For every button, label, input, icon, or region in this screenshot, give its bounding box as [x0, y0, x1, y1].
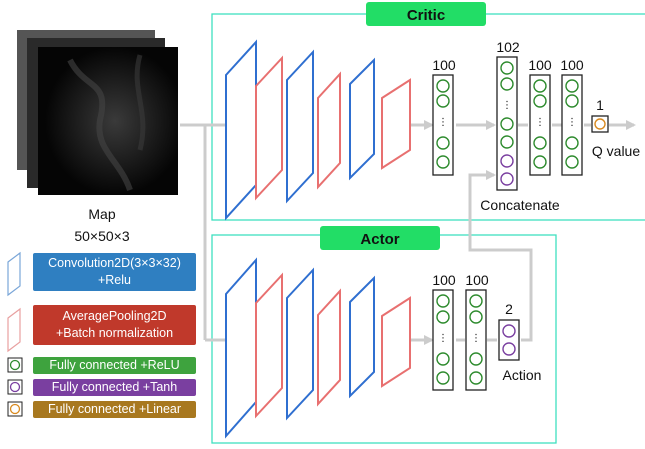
critic-fc3-column: ⋮	[561, 74, 583, 176]
critic-conv-layers	[225, 39, 411, 221]
legend-pool-box: AveragePooling2D +Batch normalization	[33, 305, 196, 345]
tanh-neuron-icon	[7, 379, 23, 395]
actor-conv-layer-2	[286, 267, 314, 421]
legend-pool-line1: AveragePooling2D	[62, 309, 167, 324]
concatenate-label: Concatenate	[480, 197, 560, 213]
conv-layer-icon	[7, 251, 21, 297]
actor-fc2-size: 100	[465, 272, 489, 288]
svg-text:⋮: ⋮	[502, 100, 512, 111]
legend-conv-box: Convolution2D(3×3×32) +Relu	[33, 253, 196, 291]
critic-output-neuron	[591, 115, 609, 133]
actor-conv-layer-3	[349, 275, 375, 399]
critic-pool-layer-1	[255, 55, 283, 201]
actor-fc1-column: ⋮	[432, 289, 454, 391]
pool-layer-icon	[7, 307, 21, 353]
critic-fc3-size: 100	[560, 57, 584, 73]
linear-neuron-icon	[7, 401, 23, 417]
critic-pool-layer-2	[317, 71, 341, 190]
actor-fc1-size: 100	[432, 272, 456, 288]
critic-title: Critic	[407, 7, 445, 24]
legend-relu-box: Fully connected +ReLU	[33, 357, 196, 374]
svg-text:⋮: ⋮	[567, 117, 577, 128]
critic-fc2-column: ⋮	[529, 74, 551, 176]
critic-pool-layer-3	[381, 78, 411, 170]
critic-concat-size: 102	[496, 39, 520, 55]
map-label: Map	[88, 206, 115, 222]
actor-pool-layer-2	[317, 288, 341, 407]
actor-output-size: 2	[505, 301, 513, 317]
svg-text:⋮: ⋮	[471, 333, 481, 344]
legend-tanh-label: Fully connected +Tanh	[51, 380, 178, 395]
critic-fc1-column: ⋮	[432, 74, 454, 176]
action-label: Action	[503, 367, 542, 383]
map-shape-label: 50×50×3	[74, 228, 129, 244]
critic-fc2-size: 100	[528, 57, 552, 73]
actor-output-column	[498, 319, 520, 361]
critic-panel: Critic	[211, 2, 645, 221]
critic-conv-layer-2	[286, 49, 314, 204]
legend-conv-line1: Convolution2D(3×3×32)	[48, 256, 181, 271]
connector-lines	[180, 120, 636, 345]
actor-pool-layer-3	[381, 296, 411, 388]
legend-pool-line2: +Batch normalization	[55, 326, 174, 340]
legend-linear-label: Fully connected +Linear	[47, 402, 182, 417]
q-value-label: Q value	[592, 143, 640, 159]
critic-conv-layer-1	[225, 39, 257, 221]
legend-conv-line2: +Relu	[97, 273, 131, 287]
svg-text:⋮: ⋮	[438, 117, 448, 128]
legend-icons	[7, 251, 23, 417]
relu-neuron-icon	[7, 357, 23, 373]
input-map-stack	[17, 30, 178, 195]
svg-text:⋮: ⋮	[438, 333, 448, 344]
critic-concat-column: ⋮	[496, 56, 518, 191]
actor-fc2-column: ⋮	[465, 289, 487, 391]
actor-conv-layer-1	[225, 257, 257, 439]
svg-text:⋮: ⋮	[535, 117, 545, 128]
legend-tanh-box: Fully connected +Tanh	[33, 379, 196, 396]
critic-output-size: 1	[596, 97, 604, 113]
critic-fc1-size: 100	[432, 57, 456, 73]
legend-linear-box: Fully connected +Linear	[33, 401, 196, 418]
critic-conv-layer-3	[349, 57, 375, 181]
actor-conv-layers	[225, 257, 411, 439]
actor-pool-layer-1	[255, 272, 283, 419]
legend-relu-label: Fully connected +ReLU	[49, 358, 180, 373]
actor-title: Actor	[360, 231, 399, 248]
